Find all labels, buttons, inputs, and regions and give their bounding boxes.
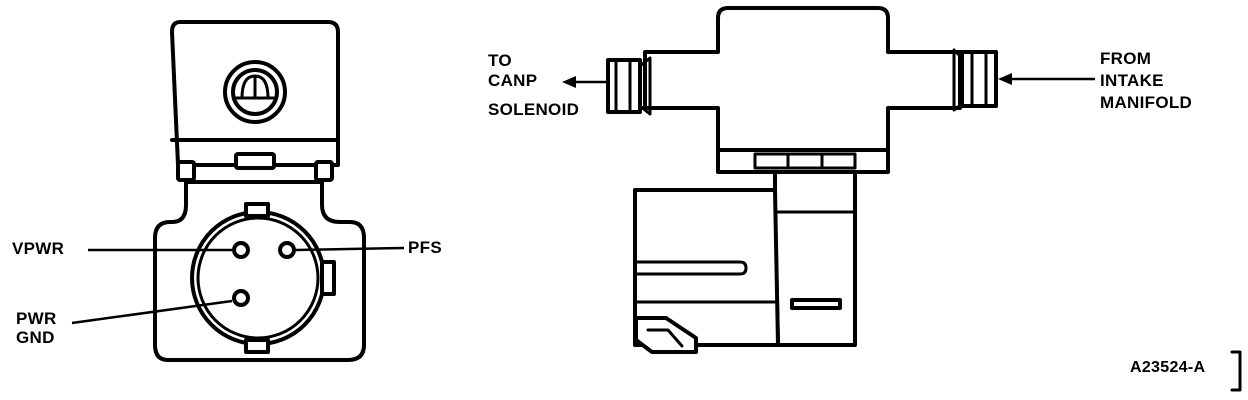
pin-pwr-gnd <box>232 289 250 307</box>
label-pfs: PFS <box>408 238 442 257</box>
id-bracket <box>1230 350 1242 392</box>
label-intake: INTAKE <box>1100 71 1164 90</box>
label-solenoid: SOLENOID <box>488 100 580 119</box>
port-right <box>952 48 998 112</box>
valve-base <box>716 148 890 174</box>
valve-body <box>643 6 962 152</box>
vent-cap-icon <box>223 60 287 124</box>
arrow-left-icon <box>998 73 1012 85</box>
label-vpwr: VPWR <box>12 239 65 258</box>
pin-vpwr <box>232 241 250 259</box>
connector-face-view <box>71 20 405 362</box>
connector-block <box>633 170 857 354</box>
leader-pwr-gnd <box>71 299 233 325</box>
label-gnd: GND <box>16 328 55 347</box>
label-pwr: PWR <box>16 309 57 328</box>
pin-pfs <box>278 241 296 259</box>
side-view <box>562 6 1095 354</box>
arrow-left-icon <box>562 76 576 88</box>
port-left <box>606 56 652 116</box>
flow-arrows <box>562 73 1095 88</box>
figure-id: A23524-A <box>1130 359 1206 376</box>
label-from: FROM <box>1100 49 1152 68</box>
label-to: TO <box>488 51 512 70</box>
label-canp: CANP <box>488 71 538 90</box>
leader-pfs <box>295 246 405 252</box>
solenoid-cap <box>170 20 340 182</box>
connector-housing <box>153 180 366 362</box>
label-manifold: MANIFOLD <box>1100 93 1193 112</box>
